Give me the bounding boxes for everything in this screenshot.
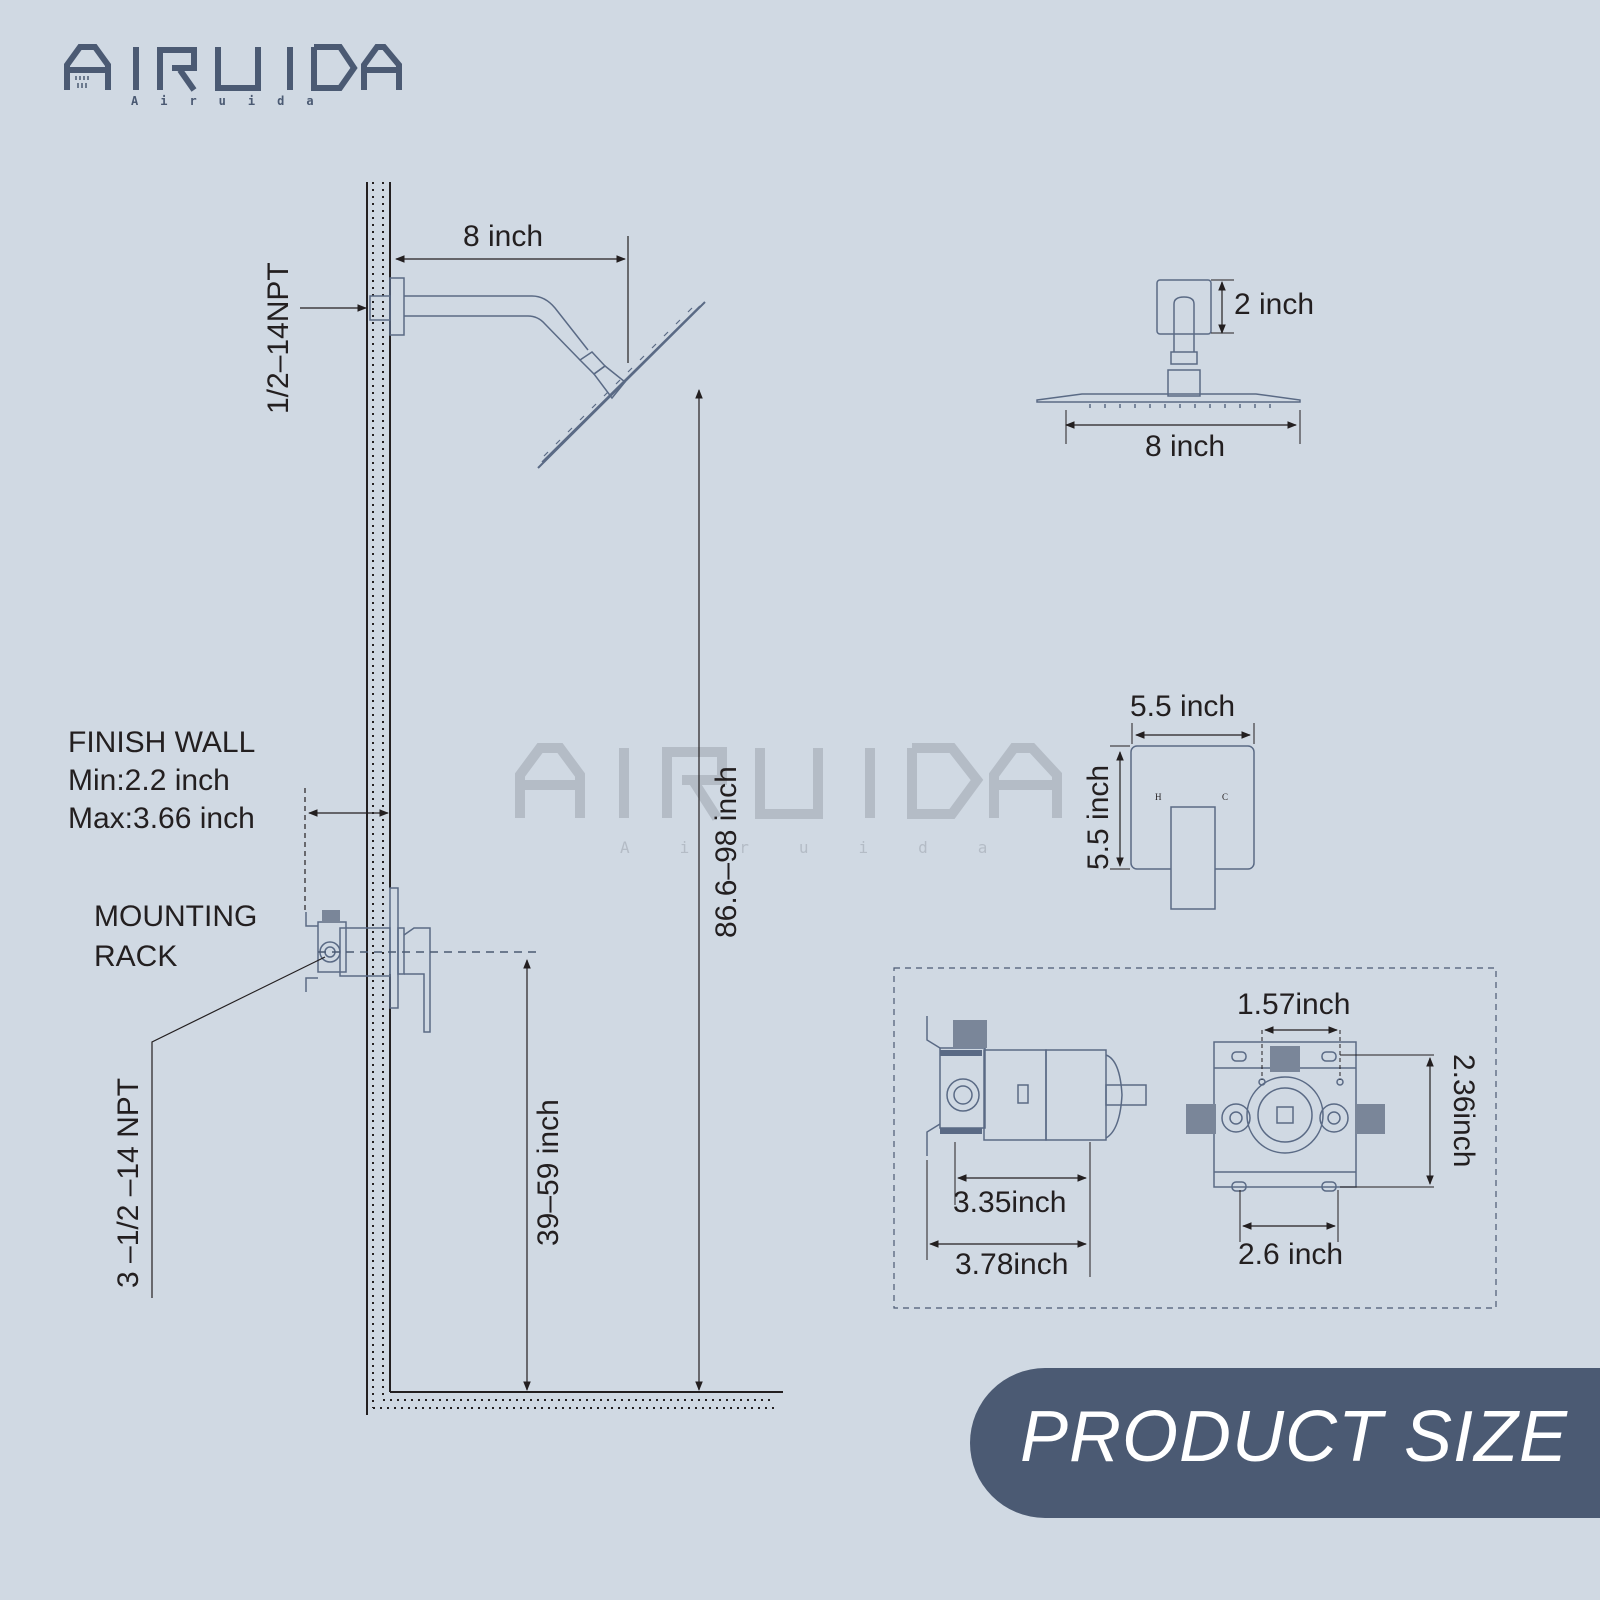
mounting-rack-line1: MOUNTING — [94, 900, 258, 933]
valve-body-side — [926, 1016, 1147, 1156]
logo-letters-icon — [64, 44, 402, 92]
hot-label: H — [1155, 792, 1162, 802]
head-width-label: 8 inch — [1145, 430, 1226, 463]
cold-label: C — [1222, 792, 1229, 802]
finish-wall-min: Min:2.2 inch — [68, 764, 230, 797]
product-size-title: PRODUCT SIZE — [1020, 1397, 1569, 1477]
hole-spacing-top-label: 1.57inch — [1237, 988, 1351, 1021]
shower-head-nozzles — [543, 307, 693, 457]
total-height-label: 86.6–98 inch — [710, 766, 743, 938]
shower-arm-side — [369, 277, 706, 469]
finish-wall-max: Max:3.66 inch — [68, 802, 255, 835]
brand-logo — [62, 40, 412, 110]
shower-head-front — [1036, 279, 1301, 408]
valve-depth-inner-label: 3.35inch — [953, 1186, 1067, 1219]
trim-width-label: 5.5 inch — [1130, 690, 1236, 723]
valve-thread-label: 3 –1/2 –14 NPT — [112, 1077, 145, 1288]
product-size-banner: PRODUCT SIZE — [970, 1368, 1600, 1518]
valve-detail-frame — [893, 967, 1497, 1309]
arm-length-label: 8 inch — [463, 220, 544, 253]
valve-depth-outer-label: 3.78inch — [955, 1248, 1069, 1281]
arm-thread-label: 1/2–14NPT — [262, 262, 295, 414]
mounting-rack-line2: RACK — [94, 940, 178, 973]
finish-wall-title: FINISH WALL — [68, 726, 256, 759]
valve-body-front — [1186, 1041, 1385, 1192]
hole-spacing-vertical-label: 2.36inch — [1447, 1054, 1480, 1168]
trim-height-label: 5.5 inch — [1082, 764, 1115, 870]
valve-height-label: 39–59 inch — [532, 1099, 565, 1246]
logo-subtext: Airuida — [131, 94, 336, 108]
watermark-subtext: Airuida — [620, 838, 1038, 857]
hole-spacing-bottom-label: 2.6 inch — [1238, 1238, 1344, 1271]
flange-height-label: 2 inch — [1234, 288, 1315, 321]
trim-plate — [1130, 745, 1255, 910]
